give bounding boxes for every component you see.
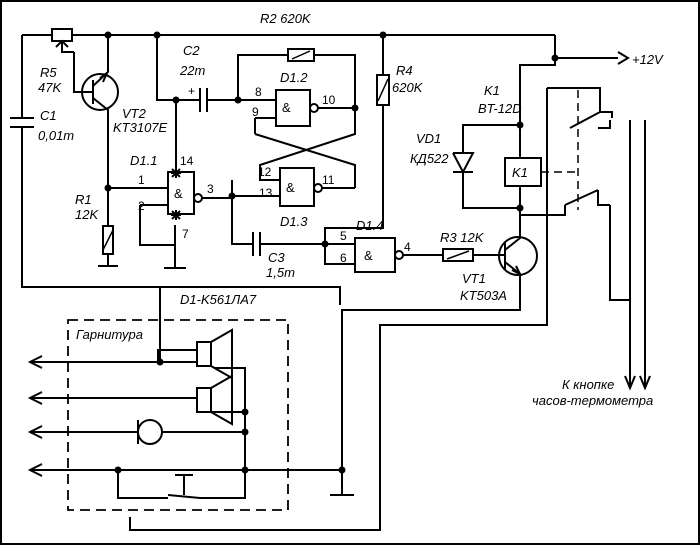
k1-coil-label: K1 <box>512 165 528 180</box>
c2-capacitor <box>156 35 255 168</box>
r1-value: 12K <box>75 207 99 222</box>
pin-9: 9 <box>252 105 259 119</box>
k1-relay <box>452 58 579 212</box>
headset-label: Гарнитура <box>76 327 143 342</box>
c1-name: C1 <box>40 108 57 123</box>
supply-label: +12V <box>632 52 664 67</box>
pin-12: 12 <box>258 165 272 179</box>
d11-amp: & <box>174 186 183 201</box>
pin-13: 13 <box>259 186 273 200</box>
d14-label: D1.4 <box>356 218 383 233</box>
vt1-emitter-wire <box>341 285 521 495</box>
d13-amp: & <box>286 180 295 195</box>
d14-amp: & <box>364 248 373 263</box>
pin-7: 7 <box>182 227 189 241</box>
button-line1: К кнопке <box>562 377 614 392</box>
c2-value: 22m <box>179 63 205 78</box>
button-line2: часов-термометра <box>532 393 653 408</box>
pin-14: 14 <box>180 154 194 168</box>
vd1-name: VD1 <box>416 131 441 146</box>
k1-name: K1 <box>484 83 500 98</box>
vt2-type: KT3107E <box>113 120 168 135</box>
vt2-transistor <box>73 35 119 188</box>
headset-box <box>67 319 289 511</box>
c1-value: 0,01m <box>38 128 74 143</box>
headset-wiring <box>27 288 346 499</box>
vt1-type: KT503A <box>460 288 507 303</box>
r5-potentiometer <box>51 28 74 53</box>
pin-8: 8 <box>255 85 262 99</box>
r5-value: 47K <box>38 80 62 95</box>
pin-6: 6 <box>340 251 347 265</box>
c1-capacitor <box>10 35 341 305</box>
r2-label: R2 620K <box>260 11 312 26</box>
gate-d1-4 <box>324 237 443 273</box>
vt1-name: VT1 <box>462 271 486 286</box>
pin-11: 11 <box>322 173 335 187</box>
d12-label: D1.2 <box>280 70 308 85</box>
vd1-type: КД522 <box>410 151 449 166</box>
pin-2: 2 <box>138 199 145 213</box>
k1-type: BT-12D <box>478 101 522 116</box>
d13-label: D1.3 <box>280 214 308 229</box>
r1-name: R1 <box>75 192 92 207</box>
k1-contacts <box>129 87 651 531</box>
r3-label: R3 12K <box>440 230 485 245</box>
pin-5: 5 <box>340 229 347 243</box>
d12-amp: & <box>282 100 291 115</box>
c3-name: C3 <box>268 250 285 265</box>
pin-10: 10 <box>322 93 336 107</box>
gate-d1-1 <box>108 168 232 269</box>
cross-wire-b <box>259 110 356 181</box>
top-rail <box>22 31 630 65</box>
d11-label: D1.1 <box>130 153 157 168</box>
r3-resistor <box>442 248 505 262</box>
c2-name: C2 <box>183 43 200 58</box>
r4-resistor <box>324 35 390 244</box>
r4-value: 620K <box>392 80 424 95</box>
pin-4: 4 <box>404 240 411 254</box>
r1-resistor <box>98 184 118 267</box>
c3-capacitor <box>252 232 329 256</box>
vt1-transistor <box>498 208 538 285</box>
r5-name: R5 <box>40 65 57 80</box>
cross-wire-a <box>254 133 356 188</box>
c3-value: 1,5m <box>266 265 295 280</box>
c2-plus: + <box>188 84 195 98</box>
gate-d1-3 <box>228 167 355 245</box>
pin-3: 3 <box>207 182 214 196</box>
gate-d1-2 <box>237 48 359 134</box>
vt2-name: VT2 <box>122 106 147 121</box>
pin-1: 1 <box>138 173 145 187</box>
r4-name: R4 <box>396 63 413 78</box>
chip-label: D1-K561ЛА7 <box>180 292 257 307</box>
